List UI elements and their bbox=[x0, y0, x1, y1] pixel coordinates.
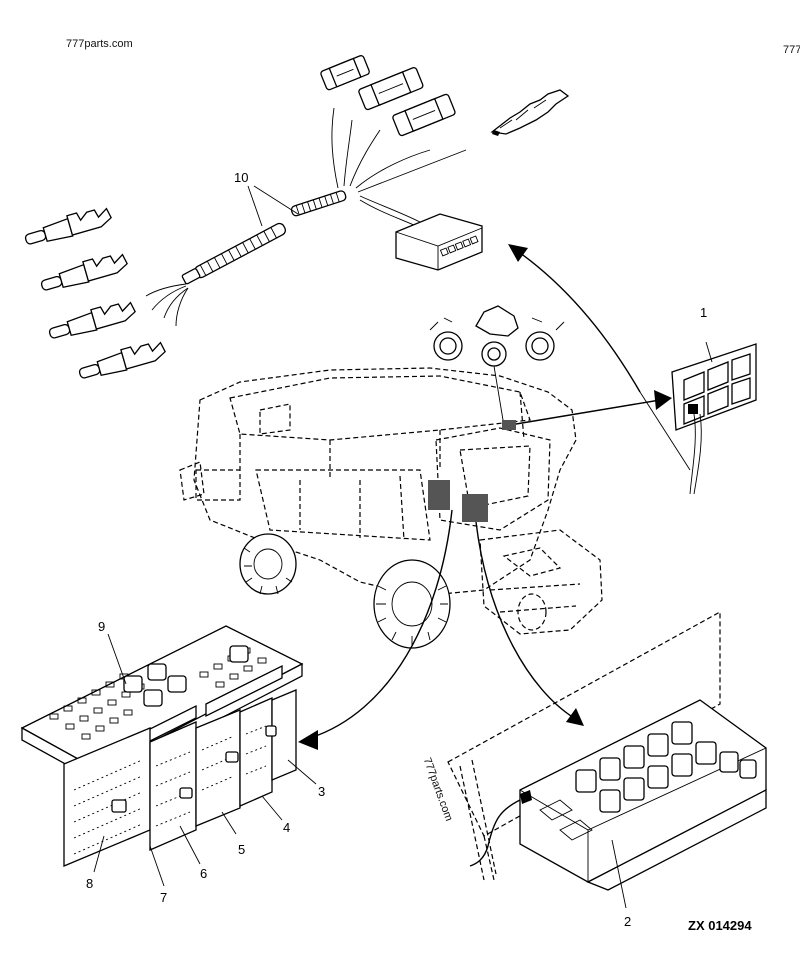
fuse-box-left bbox=[20, 625, 317, 887]
switch-panel-1 bbox=[639, 341, 757, 495]
fusebox-location-right bbox=[462, 494, 488, 522]
fuse-group bbox=[320, 55, 456, 137]
callout-10: 10 bbox=[234, 170, 249, 185]
drawing-reference-code: ZX 014294 bbox=[688, 918, 752, 933]
fusebox-location-left bbox=[428, 480, 450, 510]
callout-4: 4 bbox=[283, 820, 291, 835]
switch-knobs bbox=[429, 305, 565, 427]
front-wheel bbox=[239, 533, 297, 595]
callout-1: 1 bbox=[700, 305, 708, 320]
watermark-top-left: 777parts.com bbox=[66, 38, 133, 50]
combine-harvester bbox=[179, 367, 603, 649]
callout-7: 7 bbox=[160, 890, 168, 905]
crimp-terminals bbox=[24, 207, 166, 379]
callout-3: 3 bbox=[318, 784, 326, 799]
fuse-2 bbox=[358, 67, 424, 111]
fuse-1 bbox=[320, 55, 370, 91]
terminal-top-right bbox=[490, 89, 570, 136]
callout-6: 6 bbox=[200, 866, 208, 881]
callout-2: 2 bbox=[624, 914, 632, 929]
rear-wheel bbox=[373, 559, 451, 649]
pointer-arrows bbox=[298, 244, 672, 750]
fuse-3 bbox=[392, 93, 456, 137]
connector-block bbox=[395, 213, 483, 271]
callout-9: 9 bbox=[98, 619, 106, 634]
callout-5: 5 bbox=[238, 842, 246, 857]
switch-panel-location bbox=[502, 420, 516, 430]
callout-8: 8 bbox=[86, 876, 94, 891]
watermark-top-right: 777 bbox=[783, 44, 800, 56]
wire-harness bbox=[145, 107, 467, 327]
fuse-box-right bbox=[447, 610, 767, 909]
